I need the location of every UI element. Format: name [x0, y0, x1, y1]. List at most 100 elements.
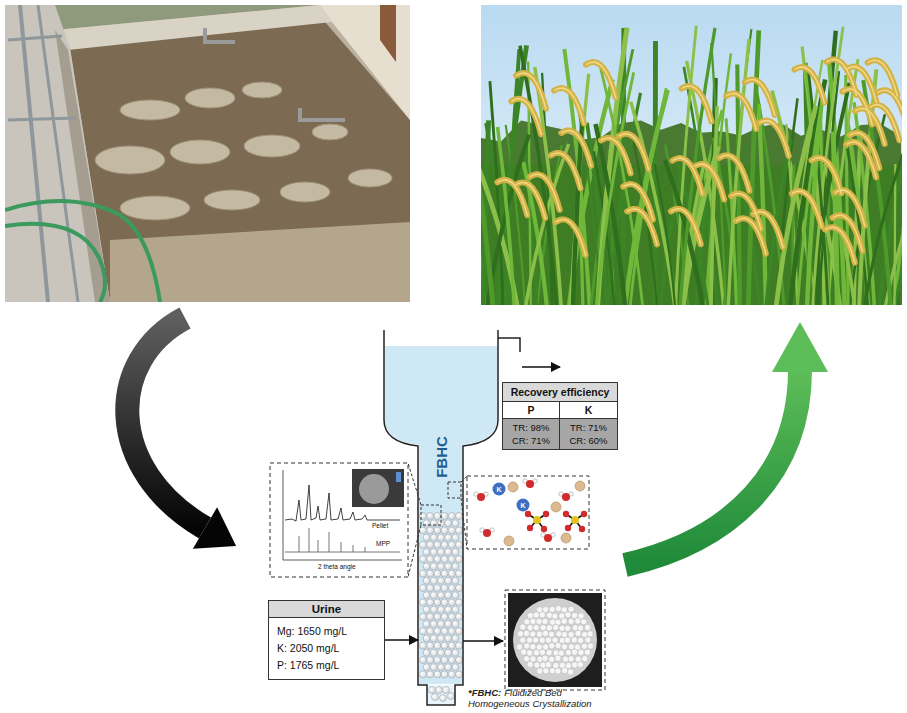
foam-patch	[204, 190, 260, 210]
bead	[452, 534, 459, 541]
pellet-grain	[533, 650, 539, 656]
table-cell: TR: 98%	[503, 419, 560, 434]
bead	[430, 534, 437, 541]
bead	[430, 592, 437, 599]
rice-panicle	[870, 105, 900, 141]
bead	[452, 520, 459, 527]
rice-panicle	[726, 94, 756, 130]
rice-panicle-highlight	[556, 219, 586, 255]
column-heading: P	[503, 402, 560, 419]
pipe	[205, 28, 235, 42]
oxygen-atom	[525, 511, 531, 517]
pellet-grain	[548, 631, 554, 637]
pellet-grain	[565, 649, 571, 655]
pellet-grain	[555, 668, 561, 674]
bead	[434, 642, 441, 649]
bead-bed	[420, 513, 463, 702]
oxygen-atom	[543, 511, 549, 517]
pellet-inset	[505, 590, 605, 690]
potassium-ion	[517, 499, 530, 512]
bead	[427, 556, 434, 563]
curved-arrow-body	[625, 370, 800, 565]
reactor-column: FBHC	[418, 405, 463, 700]
water-molecule	[541, 533, 555, 542]
input-box: UrineMg: 1650 mg/LK: 2050 mg/LP: 1765 mg…	[268, 600, 385, 680]
bead	[441, 585, 448, 592]
pellet-grain	[572, 612, 578, 618]
bead	[452, 649, 459, 656]
pellet-grains	[516, 605, 593, 675]
rice-panicle-highlight	[726, 94, 756, 130]
rice-panicle-highlight	[792, 191, 822, 227]
rice-panicle-highlight	[554, 88, 584, 124]
pellet-grain	[568, 656, 574, 662]
rice-panicle-highlight	[850, 133, 880, 169]
rice-leaf	[711, 106, 717, 305]
bead	[420, 657, 427, 664]
railing	[8, 5, 78, 302]
bead	[445, 534, 452, 541]
table-cell: CR: 60%	[560, 434, 617, 449]
pellet-grain	[571, 649, 577, 655]
bead	[438, 577, 445, 584]
pellet-grain	[578, 649, 584, 655]
bead	[441, 541, 448, 548]
bead	[434, 556, 441, 563]
pellet-grain	[527, 661, 533, 667]
bead	[423, 649, 430, 656]
pellet-grain	[524, 643, 530, 649]
bead	[430, 549, 437, 556]
rice-panicle-highlight	[515, 183, 545, 219]
bead	[448, 613, 455, 620]
bead	[445, 577, 452, 584]
bead	[434, 671, 441, 678]
pellet-grain	[530, 656, 536, 662]
bead	[427, 657, 434, 664]
rail	[8, 36, 62, 40]
oxygen-atom	[579, 526, 585, 532]
rice-panicle-highlight	[835, 190, 865, 226]
bead	[438, 621, 445, 628]
magnesium-ion	[561, 533, 571, 543]
tank-rim	[55, 5, 332, 50]
dried-sludge	[110, 222, 410, 302]
bead	[441, 527, 448, 534]
rice-panicle-highlight	[682, 86, 712, 122]
pellet-grain	[553, 624, 559, 630]
results-table: Recovery efficiencyPKTR: 98%TR: 71%CR: 7…	[502, 382, 618, 450]
magnesium-ion	[575, 481, 585, 491]
concentration-value: K: 2050 mg/L	[269, 640, 384, 657]
bead	[434, 599, 441, 606]
bead	[448, 642, 455, 649]
magnesium-ion	[551, 502, 561, 512]
bead	[456, 570, 463, 577]
pellet-grain	[533, 624, 539, 630]
bead	[456, 613, 463, 620]
pellet-grain	[539, 637, 545, 643]
rice-panicle-highlight	[847, 67, 877, 103]
bead	[438, 534, 445, 541]
pellet-grain	[526, 637, 532, 643]
pellet-grain	[585, 637, 591, 643]
foam-patches	[95, 82, 392, 220]
curved-arrow-head	[772, 322, 828, 372]
rice-panicle	[516, 73, 546, 109]
bead	[456, 527, 463, 534]
rice-panicle	[530, 174, 560, 210]
pellet-grain	[561, 618, 567, 624]
bead	[432, 694, 439, 701]
bead	[420, 671, 427, 678]
table-cell: TR: 71%	[560, 419, 617, 434]
pellet-grain	[561, 644, 567, 650]
oxygen-atom	[544, 534, 552, 542]
pellet-grain	[524, 619, 530, 625]
bead	[452, 606, 459, 613]
pellet-grain	[536, 618, 542, 624]
bead	[427, 599, 434, 606]
rice-panicle-highlight	[627, 209, 657, 245]
zoom-line	[408, 463, 421, 505]
rice-leaf	[748, 30, 759, 305]
foam-patch	[280, 182, 330, 202]
rice-panicle-highlight	[586, 62, 616, 98]
pellet-grain	[555, 605, 561, 611]
